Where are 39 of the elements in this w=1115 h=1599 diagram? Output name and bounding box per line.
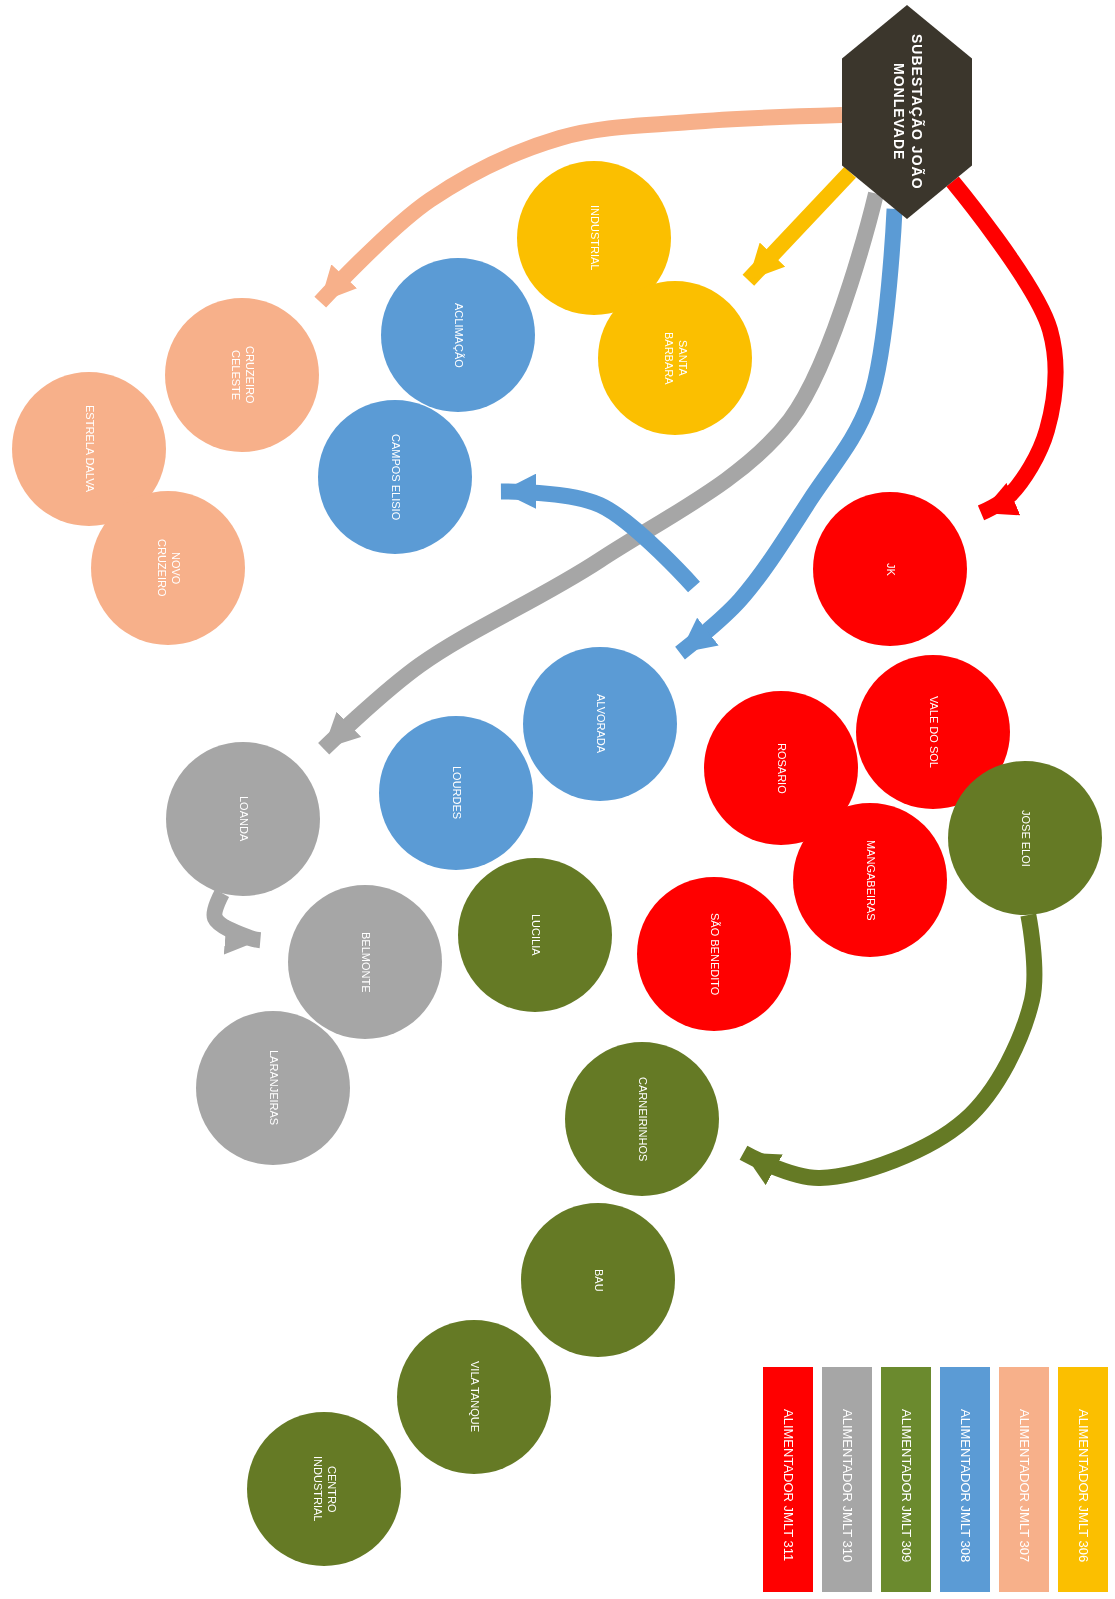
arrow	[318, 191, 884, 755]
arrow	[675, 208, 903, 660]
arrow	[742, 166, 856, 286]
legend-label: ALIMENTADOR JMLT 307	[1016, 1407, 1033, 1565]
node-label: ACLIMAÇÃO	[451, 301, 465, 370]
node-label: LOANDA	[236, 795, 250, 844]
node-label: LARANJEIRAS	[266, 1049, 280, 1128]
legend-label: ALIMENTADOR JMLT 311	[780, 1408, 797, 1564]
node-label: JK	[883, 561, 897, 578]
legend-label: ALIMENTADOR JMLT 308	[957, 1407, 974, 1565]
node-label: CENTRO INDUSTRIAL	[311, 1455, 338, 1524]
node-label: SÃO BENEDITO	[707, 911, 721, 998]
node-label: ALVORADA	[593, 693, 607, 756]
arrow	[946, 176, 1064, 521]
node-label: NOVO CRUZEIRO	[155, 538, 182, 598]
node-label: BAU	[591, 1267, 605, 1294]
legend-label: ALIMENTADOR JMLT 306	[1075, 1407, 1092, 1565]
node-label: LOURDES	[449, 765, 463, 822]
node-label: CARNEIRINHOS	[635, 1075, 649, 1164]
node-label: SANTA BARBARA	[662, 330, 689, 387]
node-label: CAMPOS ELISIO	[388, 432, 402, 523]
substation-hexagon	[842, 5, 972, 219]
node-label: BELMONTE	[358, 930, 372, 995]
arrow	[314, 107, 843, 308]
node-label: MANGABEIRAS	[863, 838, 877, 923]
node-label: JOSE ELOI	[1018, 808, 1032, 869]
node-label: INDUSTRIAL	[587, 204, 601, 273]
node-label: LUCILIA	[528, 913, 542, 958]
node-label: CRUZEIRO CELESTE	[229, 345, 256, 405]
arrow	[500, 473, 700, 593]
arrow	[739, 913, 1043, 1186]
legend-label: ALIMENTADOR JMLT 310	[839, 1407, 856, 1565]
legend-label: ALIMENTADOR JMLT 309	[898, 1407, 915, 1565]
node-label: VALE DO SOL	[926, 695, 940, 770]
node-label: ESTRELA DALVA	[82, 404, 96, 495]
node-label: ROSARIO	[774, 741, 788, 796]
node-label: SUBESTAÇÃO JOÃO MONLEVADE	[890, 33, 925, 192]
arrow	[206, 889, 262, 955]
node-label: VILA TANQUE	[467, 1360, 481, 1435]
